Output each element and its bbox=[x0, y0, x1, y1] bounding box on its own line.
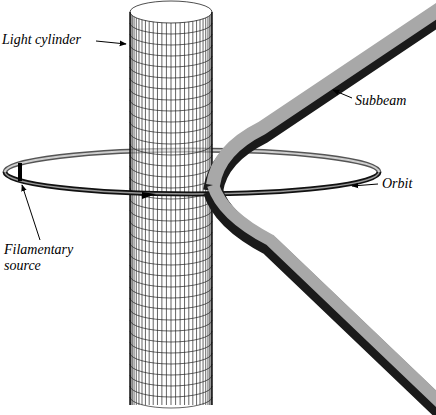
cylinder-label: Light cylinder bbox=[2, 32, 81, 48]
subbeam bbox=[213, 2, 436, 415]
filamentary-source bbox=[18, 163, 22, 181]
source-label: Filamentary source bbox=[4, 242, 82, 274]
orbit-front bbox=[5, 163, 379, 199]
leader-lines bbox=[22, 41, 378, 240]
orbit-label: Orbit bbox=[382, 176, 412, 192]
subbeam-label: Subbeam bbox=[355, 93, 406, 109]
light-cylinder bbox=[130, 1, 212, 408]
